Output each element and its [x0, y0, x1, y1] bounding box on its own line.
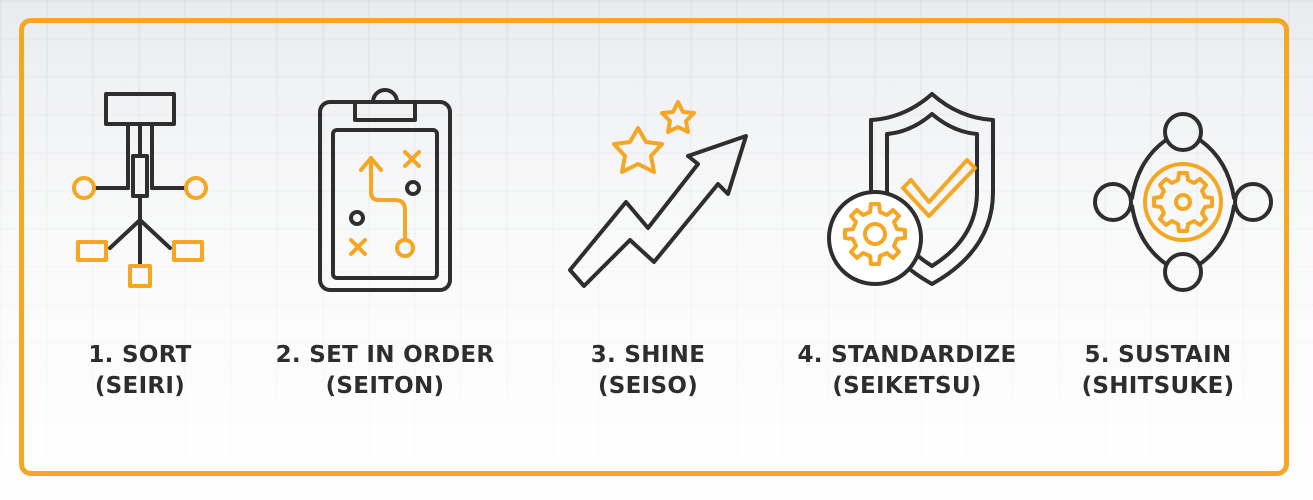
step-label: 4. STANDARDIZE (SEIKETSU)	[792, 340, 1022, 402]
step-label: 1. SORT (SEIRI)	[25, 340, 255, 402]
step-label: 2. SET IN ORDER (SEITON)	[270, 340, 500, 402]
step-title: 5. SUSTAIN	[1084, 342, 1232, 368]
step-sustain: 5. SUSTAIN (SHITSUKE)	[1043, 80, 1273, 420]
orange-frame	[19, 18, 1289, 476]
step-title: 3. SHINE	[590, 342, 706, 368]
clipboard-plan-icon	[318, 88, 452, 292]
step-title: 2. SET IN ORDER	[275, 342, 495, 368]
step-label: 5. SUSTAIN (SHITSUKE)	[1043, 340, 1273, 402]
hierarchy-icon	[72, 92, 208, 288]
step-title: 4. STANDARDIZE	[797, 342, 1017, 368]
step-standardize: 4. STANDARDIZE (SEIKETSU)	[792, 80, 1022, 420]
step-set-in-order: 2. SET IN ORDER (SEITON)	[270, 80, 500, 420]
step-subtitle: (SEIKETSU)	[832, 373, 982, 399]
shield-check-gear-icon	[827, 92, 995, 286]
step-label: 3. SHINE (SEISO)	[533, 340, 763, 402]
step-subtitle: (SHITSUKE)	[1081, 373, 1235, 399]
gear-cycle-icon	[1093, 112, 1273, 292]
step-subtitle: (SEISO)	[597, 373, 699, 399]
step-title: 1. SORT	[88, 342, 192, 368]
step-subtitle: (SEITON)	[325, 373, 445, 399]
trend-stars-icon	[568, 100, 748, 288]
step-shine: 3. SHINE (SEISO)	[533, 80, 763, 420]
step-subtitle: (SEIRI)	[94, 373, 186, 399]
step-sort: 1. SORT (SEIRI)	[25, 80, 255, 420]
